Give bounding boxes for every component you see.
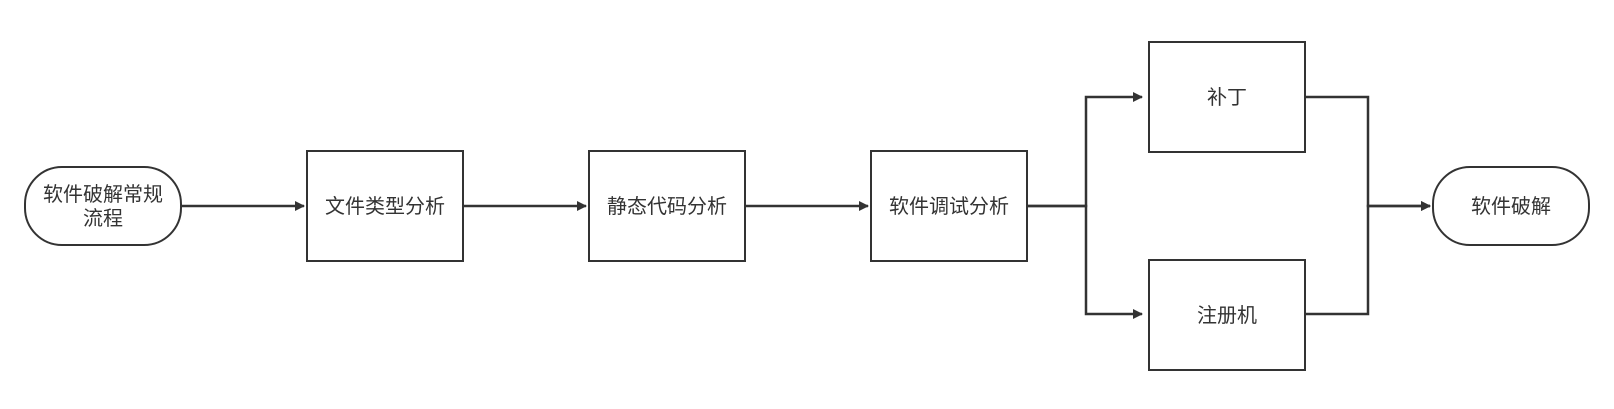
software-debug-analysis-label: 软件调试分析 [889, 194, 1009, 218]
end-node[interactable]: 软件破解 [1432, 166, 1590, 246]
keygen-node[interactable]: 注册机 [1148, 259, 1306, 371]
edge-patch-to-end [1304, 95, 1431, 211]
file-type-analysis-node[interactable]: 文件类型分析 [306, 150, 464, 262]
patch-label: 补丁 [1207, 85, 1247, 109]
edge-keygen-to-end [1304, 201, 1431, 316]
start-node-label: 软件破解常规流程 [43, 182, 163, 230]
software-debug-analysis-node[interactable]: 软件调试分析 [870, 150, 1028, 262]
end-node-label: 软件破解 [1471, 194, 1551, 218]
edge-debug-to-patch [1026, 92, 1143, 208]
patch-node[interactable]: 补丁 [1148, 41, 1306, 153]
static-code-analysis-node[interactable]: 静态代码分析 [588, 150, 746, 262]
keygen-label: 注册机 [1197, 303, 1257, 327]
file-type-analysis-label: 文件类型分析 [325, 194, 445, 218]
edge-debug-to-keygen [1026, 204, 1143, 319]
start-node[interactable]: 软件破解常规流程 [24, 166, 182, 246]
static-code-analysis-label: 静态代码分析 [607, 194, 727, 218]
